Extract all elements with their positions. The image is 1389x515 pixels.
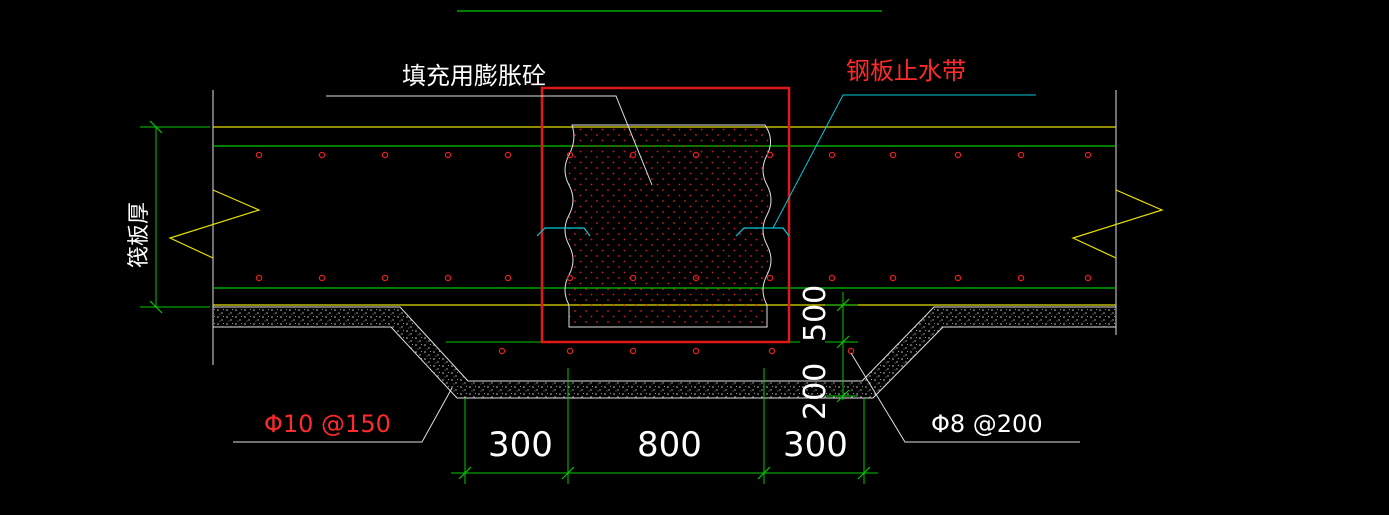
dim-tick-1 — [458, 466, 472, 480]
rebar-dot — [444, 151, 452, 159]
rebar-dot — [566, 274, 574, 282]
rebar-secondary-leader — [850, 352, 1080, 443]
rebar-dot — [828, 274, 836, 282]
rebar-main-label: Φ10 @150 — [264, 410, 391, 438]
rebar-dot — [889, 274, 897, 282]
rebar-dot — [954, 274, 962, 282]
top-rebar-dots — [255, 151, 1092, 159]
rebar-dot — [566, 347, 574, 355]
rebar-dot — [889, 151, 897, 159]
rebar-dot — [847, 347, 855, 355]
steel-waterstop-label: 钢板止水带 — [846, 57, 966, 85]
fill-concrete-region — [564, 124, 772, 328]
waterstop-left — [536, 227, 591, 237]
rebar-dot — [692, 274, 700, 282]
vertical-dim-tick-mid — [836, 335, 850, 349]
rebar-dot — [766, 274, 774, 282]
rebar-dot — [629, 274, 637, 282]
rebar-dot — [692, 151, 700, 159]
rebar-dot — [566, 151, 574, 159]
raft-thickness-label: 筏板厚 — [127, 202, 152, 268]
rebar-dot — [692, 347, 700, 355]
dim-center-width-text: 800 — [637, 425, 702, 465]
rebar-dot — [629, 347, 637, 355]
dim-tick-4 — [857, 466, 871, 480]
dim-right-slope-text: 300 — [783, 425, 848, 465]
waterstop-right — [735, 227, 790, 237]
dim-tick-3 — [757, 466, 771, 480]
rebar-dot — [629, 151, 637, 159]
rebar-dot — [768, 347, 776, 355]
rebar-secondary-label: Φ8 @200 — [931, 410, 1043, 438]
cushion-layer — [212, 306, 1117, 399]
dim-bottom-thickness-text: 200 — [798, 363, 833, 420]
dim-tick-2 — [561, 466, 575, 480]
vertical-dim-tick-top — [836, 298, 850, 312]
steel-waterstop-leader — [772, 94, 1036, 229]
rebar-dot — [381, 151, 389, 159]
rebar-dot — [444, 274, 452, 282]
rebar-dot — [318, 151, 326, 159]
rebar-dot — [954, 151, 962, 159]
highlight-box — [540, 86, 791, 344]
rebar-dot — [255, 274, 263, 282]
rebar-dot — [828, 151, 836, 159]
rebar-dot — [1017, 151, 1025, 159]
rebar-dot — [766, 151, 774, 159]
rebar-dot — [318, 274, 326, 282]
rebar-dot — [498, 347, 506, 355]
bottom-rebar-dots — [255, 274, 1092, 282]
rebar-dot — [1084, 274, 1092, 282]
fill-concrete-label: 填充用膨胀砼 — [402, 62, 546, 90]
rebar-dot — [1084, 151, 1092, 159]
left-break-symbol — [168, 189, 261, 259]
raft-thickness-tick-top — [149, 120, 163, 134]
rebar-dot — [381, 274, 389, 282]
rebar-dot — [1017, 274, 1025, 282]
pit-rebar-dots — [498, 347, 855, 355]
raft-thickness-tick-bottom — [149, 300, 163, 314]
rebar-dot — [255, 151, 263, 159]
right-break-symbol — [1071, 189, 1164, 259]
dim-left-slope-text: 300 — [488, 425, 553, 465]
rebar-dot — [504, 274, 512, 282]
rebar-main-leader — [233, 387, 453, 443]
vertical-dim-tick-bottom — [836, 389, 850, 403]
rebar-dot — [504, 151, 512, 159]
fill-concrete-leader — [326, 95, 653, 186]
dim-drop-depth-text: 500 — [798, 285, 833, 342]
